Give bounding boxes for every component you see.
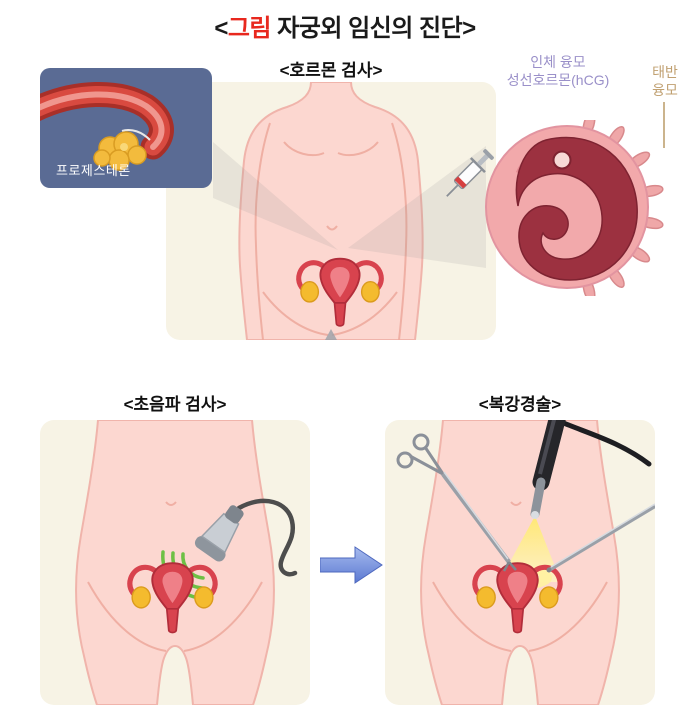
page-title: <그림 자궁외 임신의 진단> (0, 8, 690, 43)
title-rest: 자궁외 임신의 진단> (271, 15, 476, 42)
body-crease-lines (87, 501, 263, 652)
progesterone-box: 프로제스테론 (40, 68, 212, 188)
title-bracket-open: < (214, 15, 228, 42)
hormone-panel (166, 82, 496, 340)
torso-silhouette (238, 82, 424, 340)
placenta-label-line2: 융모 (652, 81, 678, 98)
uterus-illustration (472, 562, 563, 634)
body-crease-lines (432, 501, 608, 652)
ligament-line (121, 129, 151, 141)
progesterone-illustration (40, 82, 174, 171)
embryo-illustration (515, 136, 638, 281)
syringe-icon (446, 149, 494, 197)
grasper-forceps-icon (396, 433, 517, 572)
progesterone-label: 프로제스테론 (56, 163, 131, 178)
ultrasound-section-label: <초음파 검사> (123, 395, 227, 414)
placenta-label-line1: 태반 (652, 64, 678, 80)
ultrasound-body-illustration (75, 420, 298, 705)
laparoscopy-body-illustration (396, 420, 655, 705)
laparoscopy-section-label: <복강경술> (478, 395, 562, 414)
hcg-label: 인체 융모 성선호르몬(hCG) (468, 54, 648, 90)
uterus-illustration (127, 562, 218, 634)
ultrasound-panel (40, 420, 310, 705)
laparoscopy-panel (385, 420, 655, 705)
title-accent: 그림 (227, 15, 272, 42)
hcg-circle-illustration (485, 120, 664, 296)
uterus-illustration (296, 257, 384, 327)
placenta-pointer-line (663, 102, 665, 148)
hcg-label-line1: 인체 융모 (530, 54, 586, 70)
fallopian-tube-illustration (40, 82, 174, 160)
corpus-luteum-highlight (120, 143, 128, 151)
probe-cable (236, 498, 298, 577)
hormone-body-illustration (238, 82, 424, 340)
body-crease-lines (254, 122, 408, 340)
placenta-villi-label: 태반 융모 (642, 64, 688, 100)
yolk-sac (552, 150, 572, 170)
laparoscope-icon (530, 420, 652, 519)
ultrasound-probe-icon (194, 505, 244, 562)
speculum-shadow (325, 329, 337, 340)
accessory-instrument (546, 503, 655, 573)
hcg-label-line2: 성선호르몬(hCG) (506, 71, 610, 88)
arrow-right-icon (320, 546, 383, 584)
hormone-section-label: <호르몬 검사> (279, 61, 383, 80)
